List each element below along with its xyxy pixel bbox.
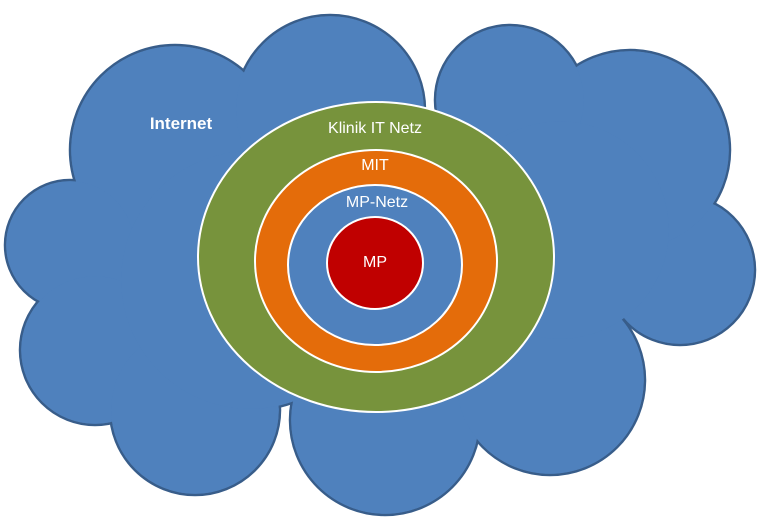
internet-label: Internet [149, 114, 213, 133]
mit-label: MIT [361, 157, 389, 174]
mp-core [326, 216, 424, 310]
mp-label: MP [363, 254, 387, 271]
mp-netz-label: MP-Netz [345, 194, 409, 211]
klinik-it-netz-label: Klinik IT Netz [328, 120, 422, 137]
